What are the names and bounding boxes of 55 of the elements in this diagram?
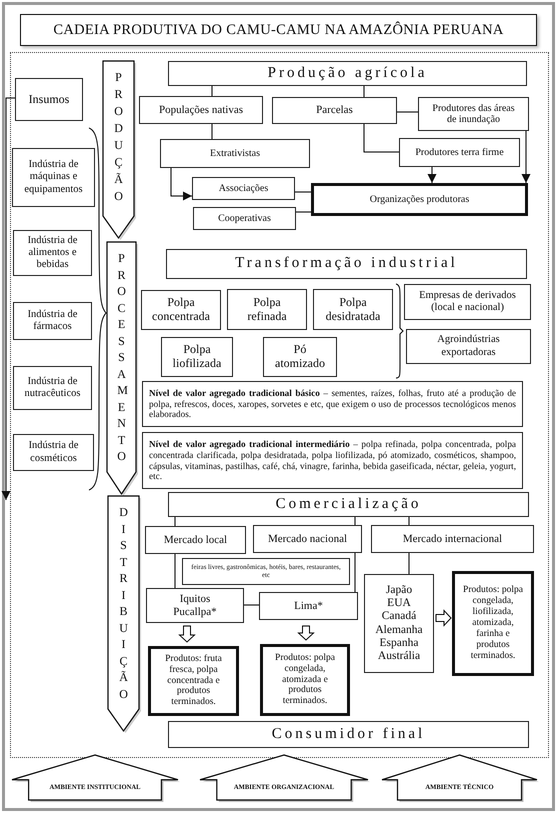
connector-line [244,604,260,606]
highlight-box: Produtos: polpa congelada, atomizada e produtos terminados. [260,644,350,716]
process-box: Agroindústrias exportadoras [406,329,531,364]
process-box: Indústria de cosméticos [13,434,94,471]
process-box: Indústria de máquinas e equipamentos [12,148,95,207]
arrow [170,168,192,200]
process-box: Cooperativas [193,207,296,230]
stage-banner: PRODUÇÃO [103,61,134,238]
process-box: Extrativistas [160,139,310,168]
connector-line [354,552,356,592]
stage-heading-box: Transformação industrial [166,249,527,279]
highlight-box: Organizações produtoras [311,183,528,216]
stage-heading-box: Produção agrícola [168,61,527,86]
stage-heading-box: Comercialização [168,492,529,517]
process-box: Polpa refinada [227,289,307,330]
process-box: Japão EUA Canadá Alemanha Espanha Austrália [364,574,434,673]
process-box: Indústria de nutracêuticos [13,366,92,410]
process-box: Populações nativas [139,96,263,124]
process-box: Polpa liofilizada [161,337,233,377]
process-box: Polpa desidratada [313,289,393,330]
highlight-box: Produtos: polpa congelada, liofilizada, atomizada, farinha e produtos terminados. [452,571,534,676]
process-box: Mercado internacional [371,525,534,553]
process-box: Indústria de fármacos [13,302,92,340]
arrow [2,98,16,500]
arrow [522,130,530,184]
process-box: Parcelas [272,97,397,124]
block-arrow [178,626,196,643]
process-box: Lima* [259,592,358,620]
process-box: Insumos [15,78,83,121]
block-arrow [436,609,452,627]
process-box: Mercado nacional [253,525,362,553]
description-box: Nível de valor agregado tradicional básico – sementes, raízes, folhas, fruto até a produção de polpa, refrescos, doces, xaropes, sorvetes e etc, que exigem o uso de processos tecnológicos menos elaborados. [142,381,523,427]
stage-heading-box: Consumidor final [168,721,529,748]
stage-banner: PROCESSAMENTO [107,242,136,494]
process-box: Mercado local [145,526,246,554]
highlight-box: Produtos: fruta fresca, polpa concentrada e produtos terminados. [148,646,239,716]
process-box: Produtores terra firme [399,138,520,167]
connector-line [174,516,176,526]
arrow [428,166,436,184]
process-box: Iquitos Pucallpa* [146,588,244,623]
stage-banner: DISTRIBUIÇÃO [108,496,139,731]
connector-line [408,552,410,574]
connector-line [354,516,356,526]
description-box: Nível de valor agregado tradicional intermediário – polpa refinada, polpa concentrada, polpa concentrada clarificada, polpa desidratada, polpa liofilizada, pó atomizado, cosméticos, shampoo, cápsulas, vitaminas, pastilhas, café, chá, vinagre, farinha, bebida gaseificada, néctar, geleia, yogurt, etc. [142,432,523,489]
connector-line [364,124,400,152]
connector-line [408,516,410,526]
title: CADEIA PRODUTIVA DO CAMU-CAMU NA AMAZÔNIA PERUANA [20,14,537,46]
process-box: Polpa concentrada [141,290,221,330]
process-box: Indústria de alimentos e bebidas [13,230,92,276]
process-box: Associações [192,177,295,200]
process-box: Pó atomizado [263,337,337,377]
process-box: Produtores das áreas de inundação [418,97,529,131]
process-box: Empresas de derivados (local e nacional) [404,284,531,320]
connector-line [174,554,176,588]
block-arrow [297,626,315,641]
